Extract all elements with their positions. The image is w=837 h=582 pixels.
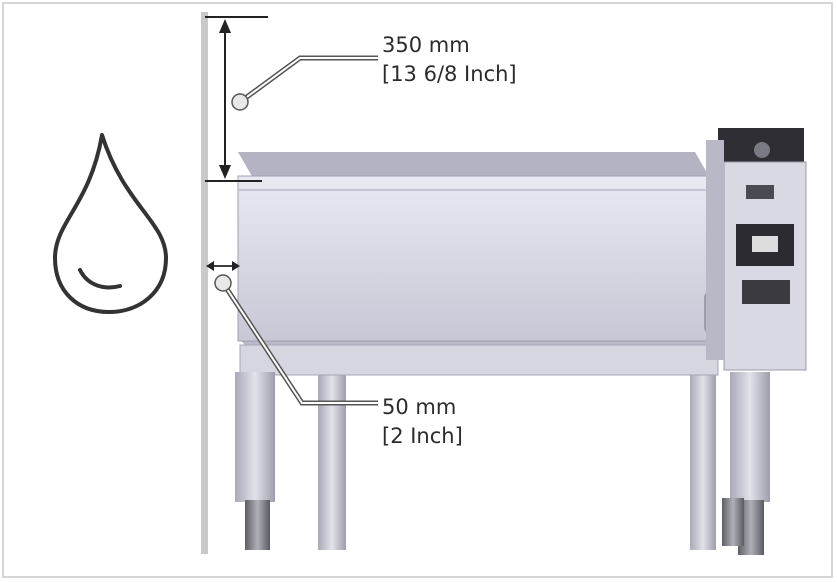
top-clearance-dimension [205, 16, 378, 182]
side-clearance-imperial: [2 Inch] [382, 424, 463, 448]
top-clearance-metric: 350 mm [382, 33, 470, 57]
top-clearance-label: 350 mm [13 6/8 Inch] [382, 31, 517, 89]
water-drop-icon [53, 133, 168, 314]
top-clearance-imperial: [13 6/8 Inch] [382, 62, 517, 86]
side-clearance-metric: 50 mm [382, 395, 457, 419]
side-clearance-dimension [206, 261, 378, 406]
wall [201, 12, 208, 554]
side-clearance-label: 50 mm [2 Inch] [382, 393, 463, 451]
appliance-illustration [235, 128, 807, 555]
